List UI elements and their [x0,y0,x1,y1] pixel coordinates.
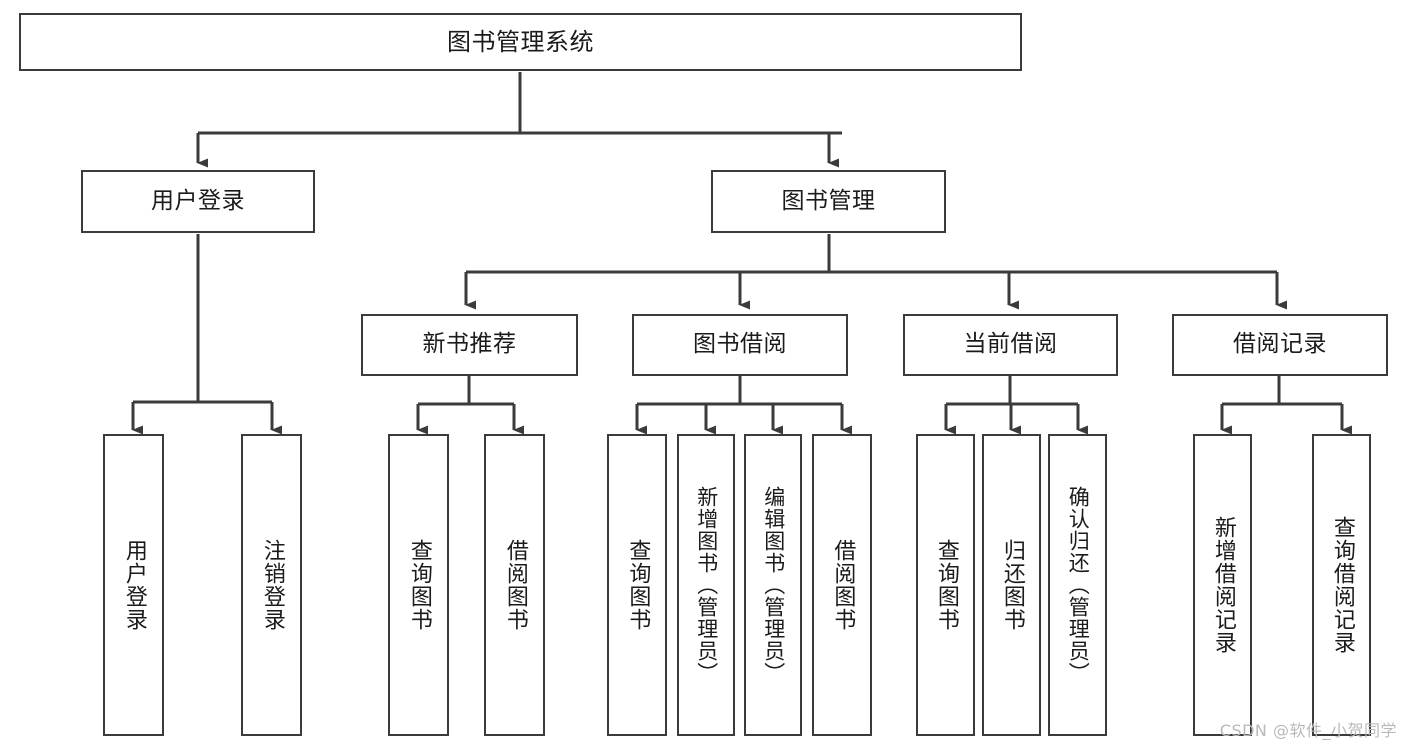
node-label: 归还图书 [999,539,1025,631]
leaf-book-borrow-add-book-admin[interactable]: 新增图书（管理员） [677,434,735,736]
leaf-current-borrow-return-book[interactable]: 归还图书 [982,434,1041,736]
node-label: 新增借阅记录 [1210,516,1236,654]
node-label: 新增图书（管理员） [694,486,719,684]
node-label: 图书借阅 [693,331,787,358]
leaf-book-borrow-edit-book-admin[interactable]: 编辑图书（管理员） [744,434,802,736]
node-root-library-management-system[interactable]: 图书管理系统 [19,13,1022,71]
node-book-management[interactable]: 图书管理 [711,170,946,233]
leaf-new-book-borrow-book[interactable]: 借阅图书 [484,434,545,736]
node-label: 查询图书 [625,539,651,631]
node-current-borrow[interactable]: 当前借阅 [903,314,1118,376]
leaf-borrow-record-add-record[interactable]: 新增借阅记录 [1193,434,1252,736]
node-label: 借阅图书 [830,539,856,631]
node-label: 查询图书 [406,539,432,631]
node-label: 注销登录 [259,539,285,631]
node-label: 编辑图书（管理员） [761,486,786,684]
node-label: 新书推荐 [422,331,517,358]
node-label: 图书管理系统 [447,27,594,56]
node-label: 借阅图书 [502,539,528,631]
node-label: 图书管理 [781,187,876,214]
csdn-watermark: CSDN @软件_小贺同学 [1219,721,1397,740]
node-book-borrow[interactable]: 图书借阅 [632,314,848,376]
node-label: 确认归还（管理员） [1066,486,1091,684]
node-label: 用户登录 [121,539,147,631]
leaf-borrow-record-query-record[interactable]: 查询借阅记录 [1312,434,1371,736]
node-label: 借阅记录 [1233,331,1327,358]
node-label: 当前借阅 [963,331,1058,358]
node-label: 查询借阅记录 [1329,516,1355,654]
node-label: 查询图书 [933,539,959,631]
node-borrow-record[interactable]: 借阅记录 [1172,314,1388,376]
leaf-current-borrow-confirm-return-admin[interactable]: 确认归还（管理员） [1048,434,1107,736]
leaf-book-borrow-borrow-book[interactable]: 借阅图书 [812,434,872,736]
node-label: 用户登录 [151,187,245,214]
node-user-login[interactable]: 用户登录 [81,170,315,233]
leaf-book-borrow-query-book[interactable]: 查询图书 [607,434,667,736]
leaf-user-login-logout[interactable]: 注销登录 [241,434,302,736]
leaf-new-book-query-book[interactable]: 查询图书 [388,434,449,736]
leaf-current-borrow-query-book[interactable]: 查询图书 [916,434,975,736]
node-new-book-recommend[interactable]: 新书推荐 [361,314,578,376]
leaf-user-login-login[interactable]: 用户登录 [103,434,164,736]
